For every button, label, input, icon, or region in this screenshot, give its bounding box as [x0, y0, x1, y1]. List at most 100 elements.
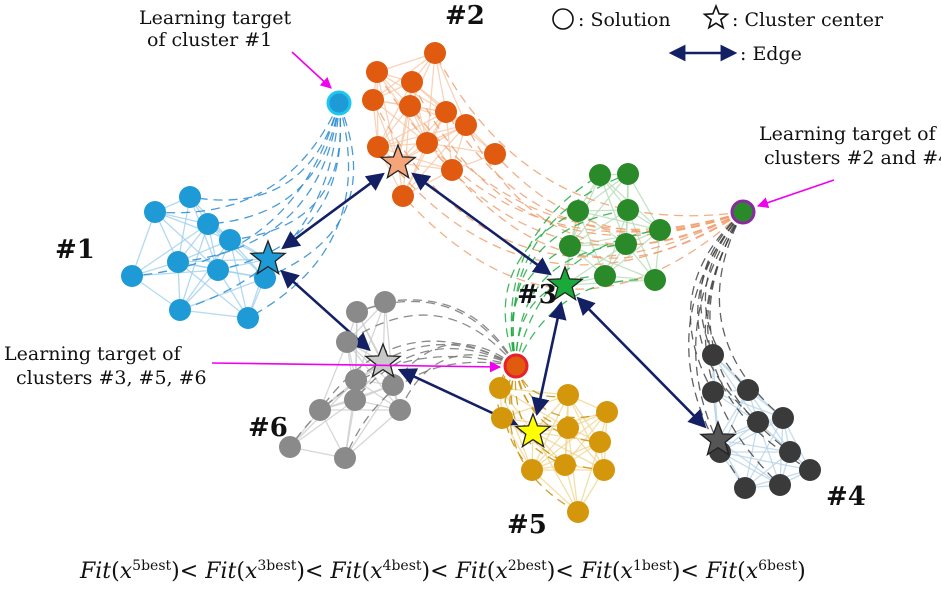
mesh-line-4 [747, 389, 791, 453]
solution-node-cluster-1 [121, 265, 143, 287]
mesh-line-4 [712, 354, 759, 423]
learning-dash-cluster-6 [356, 300, 517, 367]
edge-5-3 [531, 300, 567, 417]
solution-node-cluster-2 [367, 136, 389, 158]
solution-node-cluster-2 [362, 89, 384, 111]
solution-node-cluster-2 [435, 101, 457, 123]
legend-solution-label: : Solution [578, 9, 671, 31]
annotation-target-356: Learning target of clusters #3, #5, #6 [4, 343, 502, 389]
annotation-target-1: Learning target of cluster #1 [139, 7, 332, 89]
cluster-centers-layer [249, 143, 737, 457]
solution-node-cluster-6 [374, 291, 396, 313]
learning-target-clusters-3-5-6 [503, 353, 529, 379]
solution-node-cluster-6 [279, 436, 301, 458]
mesh-line-1 [179, 277, 266, 311]
cluster-center-star-3 [546, 265, 584, 302]
legend-star-icon [702, 3, 730, 30]
solution-node-cluster-3 [615, 233, 637, 255]
mesh-line-1 [177, 261, 249, 319]
cluster-label-4: #4 [826, 482, 866, 512]
learning-dash-cluster-4 [704, 211, 749, 391]
solution-node-cluster-1 [197, 213, 219, 235]
mesh-line-4 [712, 391, 784, 419]
solution-node-cluster-3 [617, 199, 639, 221]
solution-node-cluster-2 [484, 143, 506, 165]
solution-node-cluster-3 [649, 219, 671, 241]
solution-node-cluster-3 [594, 265, 616, 287]
learning-dash-cluster-3 [515, 275, 606, 367]
mesh-line-3 [569, 209, 629, 247]
cluster-label-1: #1 [55, 235, 95, 265]
mesh-line-2 [411, 81, 467, 126]
mesh-line-2 [376, 71, 399, 164]
legend: : Solution : Cluster center : Edge [552, 3, 884, 65]
mesh-line-1 [154, 211, 231, 241]
learning-dash-cluster-5 [515, 365, 601, 443]
cluster-label-6: #6 [248, 413, 288, 443]
mesh-line-6 [289, 399, 356, 448]
solution-node-cluster-5 [596, 401, 618, 423]
solution-node-cluster-2 [424, 42, 446, 64]
mesh-line-3 [577, 210, 661, 231]
learning-dash-cluster-6 [346, 314, 517, 367]
learning-dash-cluster-1 [189, 102, 340, 201]
learning-dash-cluster-6 [319, 340, 517, 411]
learning-dash-cluster-6 [354, 347, 517, 401]
mesh-line-2 [377, 81, 413, 148]
solution-node-cluster-1 [144, 201, 166, 223]
mesh-line-4 [719, 417, 784, 453]
cluster-center-star-1 [249, 239, 287, 276]
solution-node-cluster-5 [557, 417, 579, 439]
mesh-line-4 [757, 421, 781, 486]
mesh-line-2 [372, 99, 428, 144]
solution-node-cluster-6 [309, 399, 331, 421]
solution-node-cluster-4 [737, 379, 759, 401]
annotation-target-1-line2: of cluster #1 [147, 29, 272, 51]
learning-dash-cluster-2 [426, 142, 744, 247]
learning-dash-cluster-2 [494, 153, 744, 232]
learning-target-clusters-2-4 [730, 199, 756, 225]
solution-node-cluster-2 [401, 71, 423, 93]
learning-dash-cluster-6 [289, 355, 517, 448]
annotation-target-24: Learning target of clusters #2 and #4 [756, 123, 941, 209]
learning-dash-cluster-6 [384, 299, 517, 367]
solution-node-cluster-6 [336, 331, 358, 353]
solution-node-cluster-3 [644, 269, 666, 291]
mesh-line-2 [426, 142, 496, 155]
mesh-line-5 [577, 441, 601, 513]
cluster-center-star-2 [379, 143, 417, 180]
mesh-line-6 [344, 409, 401, 459]
solution-node-cluster-1 [179, 186, 201, 208]
mesh-line-5 [532, 431, 605, 471]
solution-node-cluster-1 [237, 307, 259, 329]
solutions-layer [121, 42, 821, 523]
cluster-label-3: #3 [517, 280, 557, 310]
solution-node-cluster-1 [167, 251, 189, 273]
annotation-target-1-line1: Learning target [139, 7, 291, 29]
cluster-center-star-5 [514, 412, 552, 449]
solution-node-cluster-4 [702, 381, 724, 403]
learning-dash-cluster-4 [718, 211, 784, 419]
legend-solution-icon [552, 8, 574, 30]
mesh-line-1 [131, 223, 209, 277]
solution-node-cluster-5 [491, 407, 513, 429]
learning-target-cluster-1 [326, 90, 352, 116]
cluster-center-star-4 [699, 420, 737, 457]
mesh-line-5 [532, 431, 579, 513]
solution-node-cluster-6 [389, 399, 411, 421]
solution-node-cluster-5 [557, 384, 579, 406]
edge-1-2 [281, 172, 385, 250]
legend-center-label: : Cluster center [732, 9, 884, 31]
mesh-line-4 [719, 451, 781, 486]
solution-node-cluster-4 [734, 477, 756, 499]
cluster-label-5: #5 [507, 510, 547, 540]
learning-dash-cluster-1 [177, 102, 340, 263]
solution-node-cluster-6 [346, 301, 368, 323]
solution-node-cluster-2 [399, 95, 421, 117]
solution-node-cluster-3 [559, 235, 581, 257]
solution-node-cluster-6 [334, 447, 356, 469]
learning-dash-cluster-2 [434, 52, 744, 217]
solution-node-cluster-5 [567, 501, 589, 523]
